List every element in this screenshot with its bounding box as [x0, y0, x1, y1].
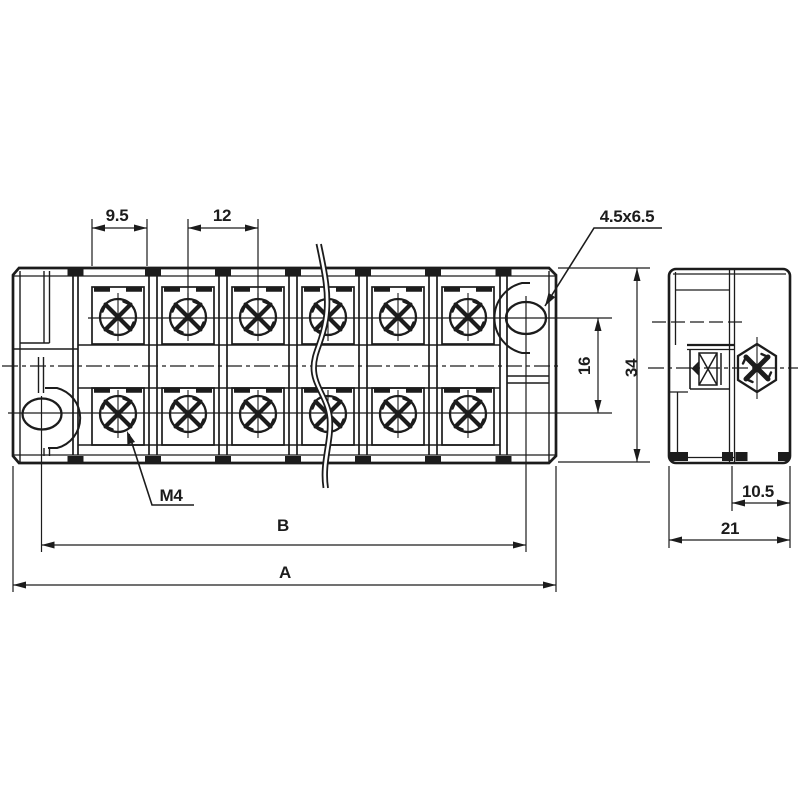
screw-icon — [170, 390, 206, 438]
screw-icon — [450, 293, 486, 341]
front-view — [2, 266, 612, 465]
side-feet-pads — [670, 452, 789, 461]
side-inner-lines — [669, 270, 786, 462]
dim-label-mounting-span: B — [277, 516, 289, 535]
dim-label-overall-length: A — [279, 563, 291, 582]
callout-mounting-slot: 4.5x6.5 — [544, 207, 662, 307]
shelf-lines — [78, 344, 500, 446]
screw-icon — [380, 293, 416, 341]
dim-label-pitch: 12 — [213, 206, 231, 225]
screw-icon — [380, 390, 416, 438]
bottom-edge-pads — [67, 456, 512, 462]
body-outline — [11, 266, 558, 465]
body-inner-edges — [13, 275, 556, 456]
dim-label-mounting-slot: 4.5x6.5 — [600, 207, 655, 226]
dim-label-row-spacing: 16 — [575, 357, 594, 375]
wire-clamp — [689, 349, 730, 390]
terminal-screws-bottom — [100, 390, 486, 438]
dim-label-side-depth: 21 — [721, 519, 739, 538]
cap-right-wall — [72, 271, 79, 455]
clamp-pointer — [691, 361, 699, 376]
terminal-cells-bottom — [92, 388, 494, 445]
dim-side-step: 10.5 — [731, 466, 790, 511]
dim-mounting-span: B — [40, 296, 527, 552]
cap-left-wall — [499, 271, 508, 455]
terminal-screws-top — [100, 293, 486, 341]
dim-side-depth: 21 — [668, 466, 791, 548]
mounting-boss-arc-left — [45, 387, 82, 449]
dim-label-screw-thread: M4 — [159, 486, 183, 505]
side-view — [648, 267, 798, 465]
left-end-cap — [13, 271, 82, 462]
dim-label-side-step: 10.5 — [742, 482, 774, 501]
side-outline — [667, 267, 792, 465]
dim-label-body-height: 34 — [622, 358, 641, 377]
break-line — [310, 243, 334, 489]
callout-screw-thread: M4 — [127, 431, 194, 506]
dim-terminal-opening: 9.5 — [91, 206, 148, 266]
screw-icon — [100, 390, 136, 438]
terminal-cells-top — [92, 287, 494, 344]
screw-icon — [450, 390, 486, 438]
dim-body-height: 34 — [558, 267, 650, 463]
dim-row-spacing: 16 — [575, 318, 602, 413]
top-edge-pads — [67, 269, 512, 276]
dim-overall-length: A — [12, 466, 557, 592]
dim-label-terminal-opening: 9.5 — [106, 206, 129, 225]
screw-icon — [100, 293, 136, 341]
dimension-annotations: 9.5 12 4.5x6.5 M4 16 — [12, 206, 791, 592]
screw-icon — [240, 390, 276, 438]
dim-pitch: 12 — [187, 206, 259, 301]
